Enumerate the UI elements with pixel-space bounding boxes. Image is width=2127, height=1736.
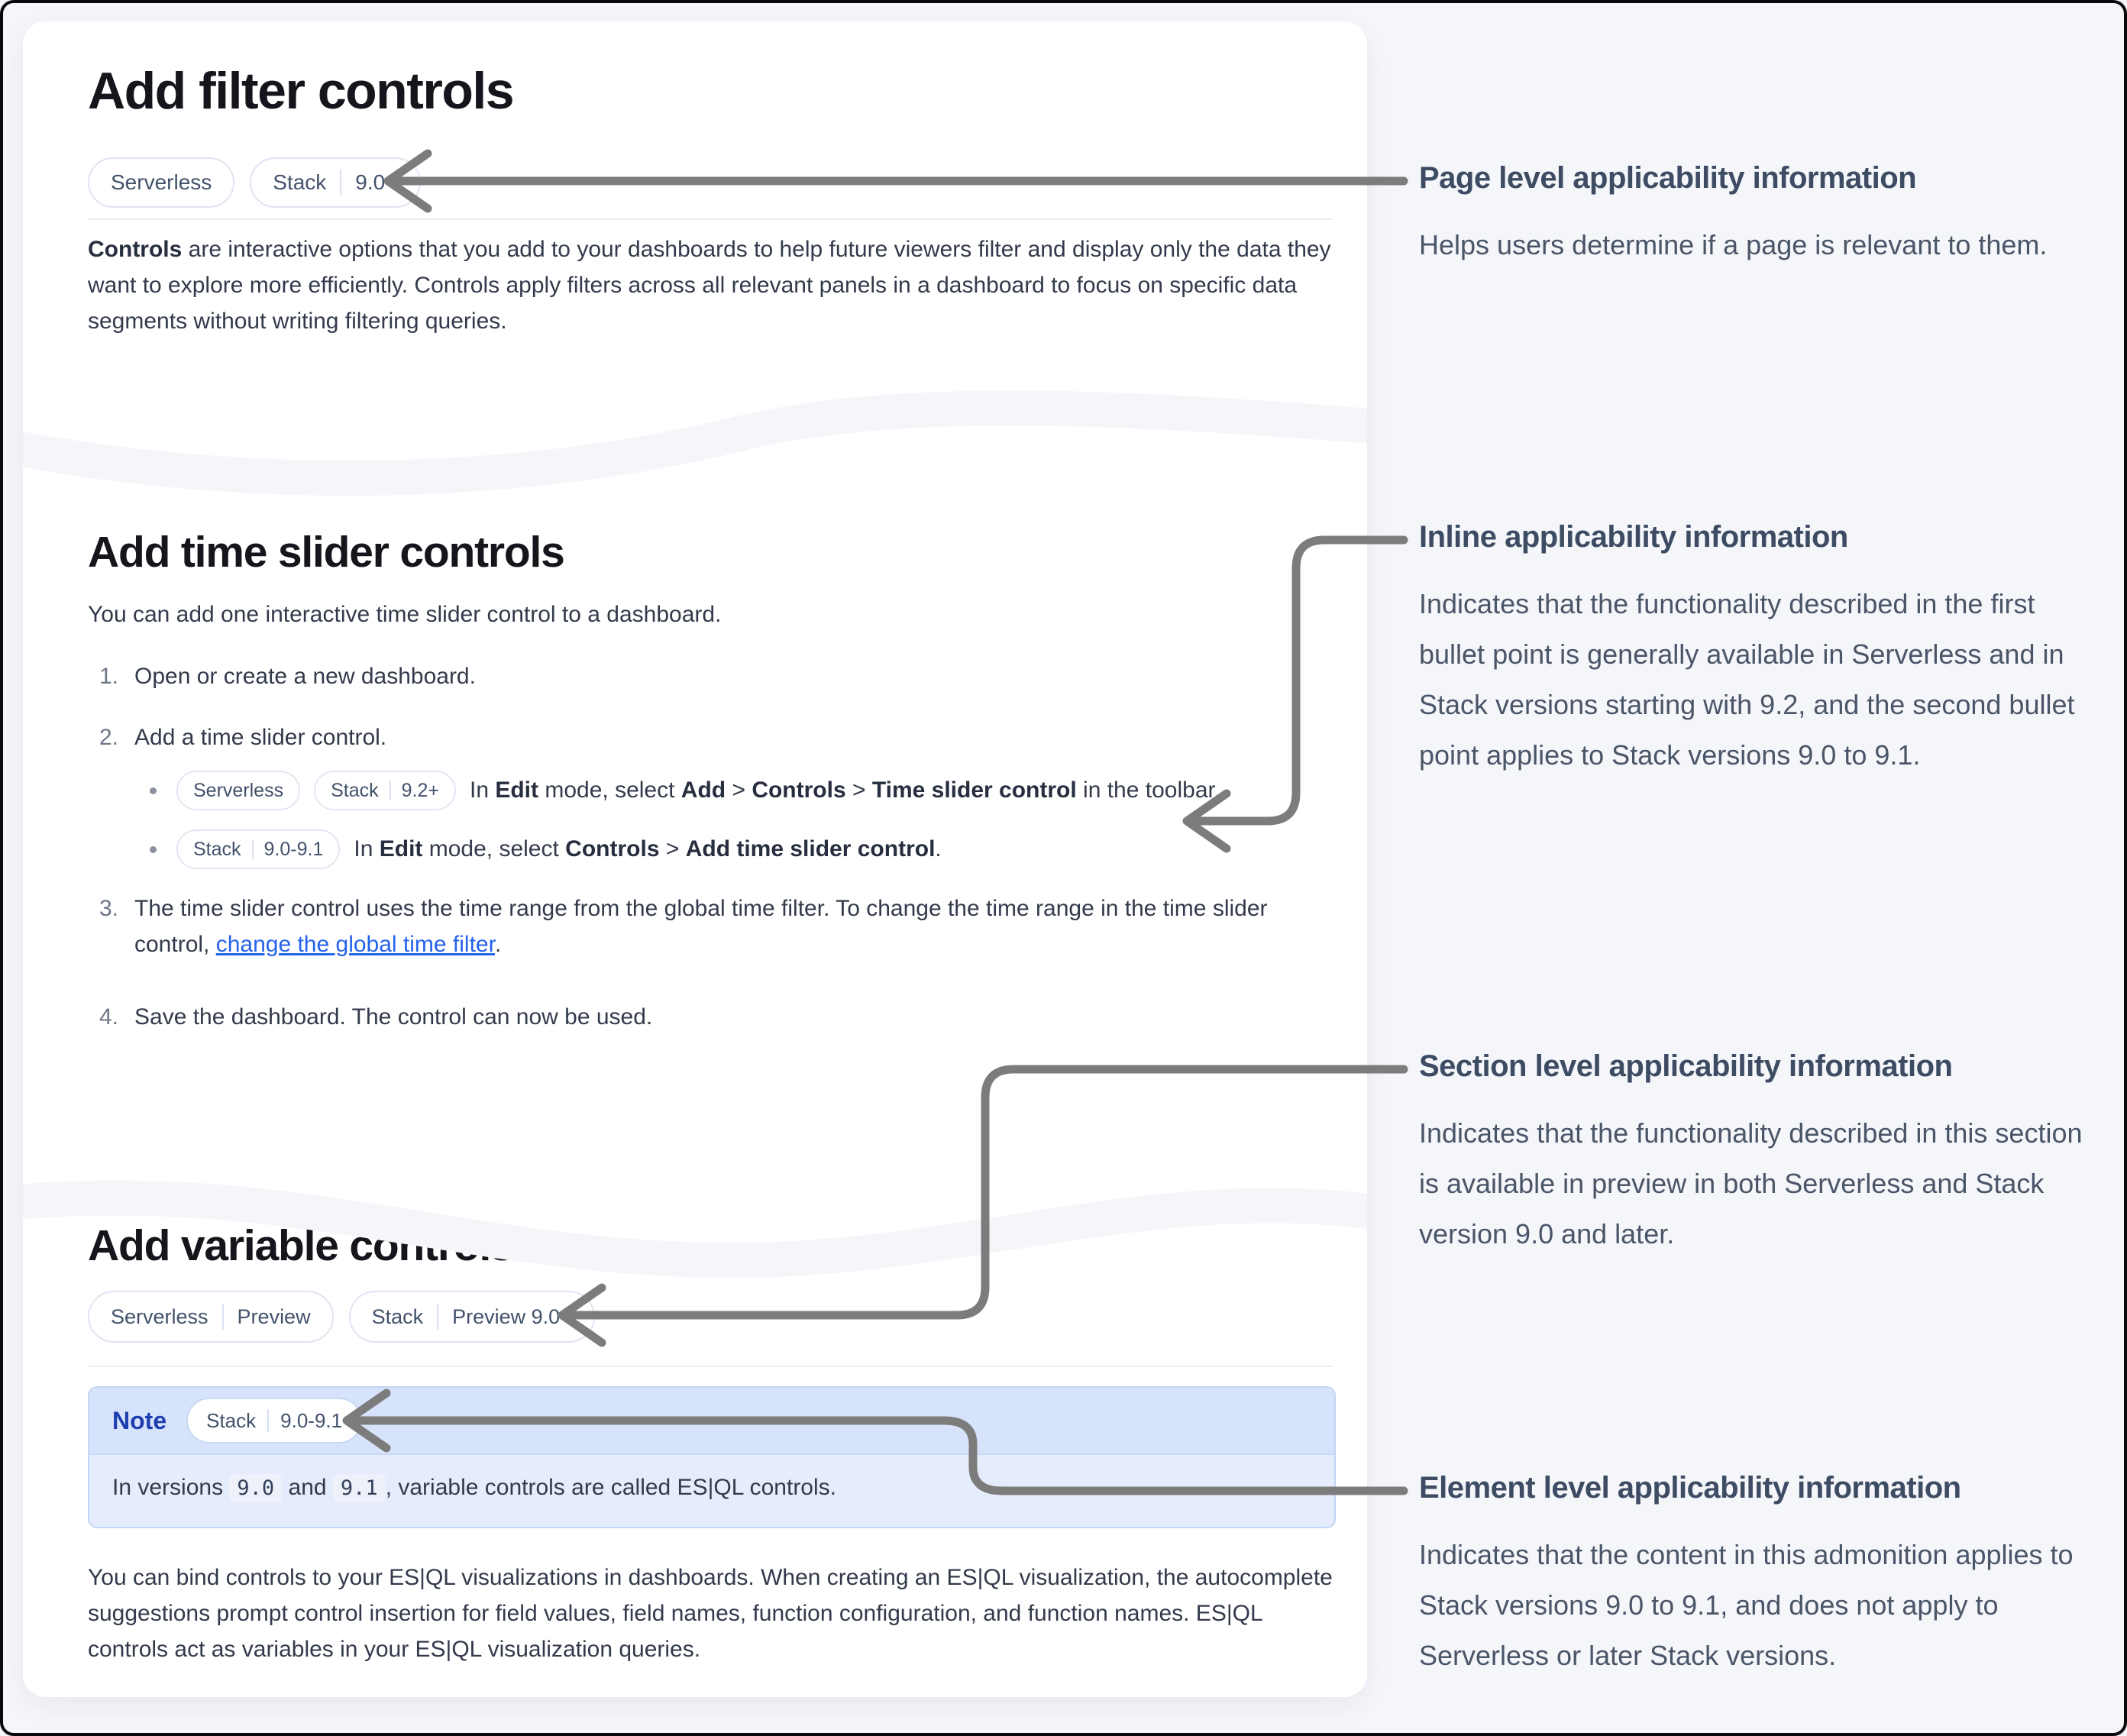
step-text: Add a time slider control. [134,725,387,750]
badge-label: Stack [331,779,379,801]
badge-label: Stack [206,1408,257,1432]
section-title-time-slider: Add time slider controls [88,528,565,577]
badge-divider [389,781,391,800]
badge-label: Serverless [111,1304,208,1328]
list-item: 2. Add a time slider control. [99,719,1311,755]
annotation-title-page-level: Page level applicability information [1419,161,1917,195]
note-admonition: Note Stack 9.0-9.1 In versions 9.0 and 9… [88,1386,1336,1528]
step-text: The time slider control uses the time ra… [134,896,1268,957]
badge-version: Preview 9.0+ [452,1304,572,1328]
annotation-body-page-level: Helps users determine if a page is relev… [1419,229,2048,260]
bold-text: Controls [88,237,183,262]
inline-code: 9.0 [229,1474,283,1502]
intro-paragraph: Controls are interactive options that yo… [88,216,1334,339]
inline-badge-serverless[interactable]: Serverless [176,771,301,810]
badge-label: Serverless [193,779,284,801]
badge-divider [267,1409,270,1432]
section-divider [88,1366,1333,1367]
badge-label: Stack [193,838,241,860]
step-number: 1. [99,664,119,689]
note-label: Note [112,1406,167,1434]
inline-code: 9.1 [332,1474,386,1502]
badge-version: Preview [237,1304,311,1328]
bullet-dot [150,845,157,853]
step-text: Open or create a new dashboard. [134,664,476,689]
section-badges: Serverless Preview Stack Preview 9.0+ [88,1291,595,1343]
annotation-title-section-level: Section level applicability information [1419,1049,1953,1083]
paragraph-text: are interactive options that you add to … [88,237,1331,334]
section-intro: You can add one interactive time slider … [88,602,722,627]
step-number: 2. [99,725,119,750]
badge-divider [437,1304,439,1330]
badge-divider [251,839,254,859]
list-item: 1. Open or create a new dashboard. [99,658,1311,694]
inline-badge-stack[interactable]: Stack 9.2+ [314,771,456,810]
badge-label: Stack [273,170,327,194]
applicability-badge-serverless-preview[interactable]: Serverless Preview [88,1291,334,1343]
step-number: 3. [99,896,119,921]
global-time-filter-link[interactable]: change the global time filter [215,932,495,957]
inline-badge-stack[interactable]: Stack 9.0-9.1 [176,829,341,869]
list-item: 4. Save the dashboard. The control can n… [99,999,1311,1035]
note-body: In versions 9.0 and 9.1, variable contro… [89,1455,1334,1527]
applicability-badge-serverless[interactable]: Serverless [88,157,235,208]
page-badges: Serverless Stack 9.0+ [88,157,421,208]
annotation-title-inline: Inline applicability information [1419,520,1848,554]
bullet-text: In Edit mode, select Controls > Add time… [354,836,942,862]
section-divider [88,218,1333,220]
badge-label: Serverless [111,170,212,194]
section-title-variable-controls: Add variable controls [88,1221,515,1270]
closing-paragraph: You can bind controls to your ES|QL visu… [88,1565,1333,1662]
list-item-bullet: Serverless Stack 9.2+ In Edit mode, sele… [150,771,1220,810]
badge-divider [221,1304,224,1330]
annotation-body-element-level: Indicates that the content in this admon… [1419,1539,2074,1671]
list-item-bullet: Stack 9.0-9.1 In Edit mode, select Contr… [150,829,942,869]
applicability-badge-stack-preview[interactable]: Stack Preview 9.0+ [348,1291,595,1343]
annotation-title-element-level: Element level applicability information [1419,1471,1961,1505]
badge-label: Stack [371,1304,424,1328]
badge-version: 9.0-9.1 [263,838,324,860]
bullet-text: In Edit mode, select Add > Controls > Ti… [469,777,1221,803]
step-text: Save the dashboard. The control can now … [134,1004,653,1030]
applicability-badge-stack[interactable]: Stack 9.0+ [250,157,421,208]
badge-version: 9.0+ [355,170,398,194]
annotation-body-inline: Indicates that the functionality describ… [1419,588,2075,771]
note-header: Note Stack 9.0-9.1 [89,1388,1334,1455]
annotation-body-section-level: Indicates that the functionality describ… [1419,1117,2083,1249]
badge-version: 9.2+ [401,779,439,801]
bullet-dot [150,787,157,794]
badge-divider [340,170,342,196]
badge-version: 9.0-9.1 [280,1408,343,1432]
note-applicability-badge[interactable]: Stack 9.0-9.1 [186,1398,363,1443]
list-item: 3. The time slider control uses the time… [99,891,1311,962]
step-number: 4. [99,1004,119,1030]
page-title: Add filter controls [88,62,515,120]
